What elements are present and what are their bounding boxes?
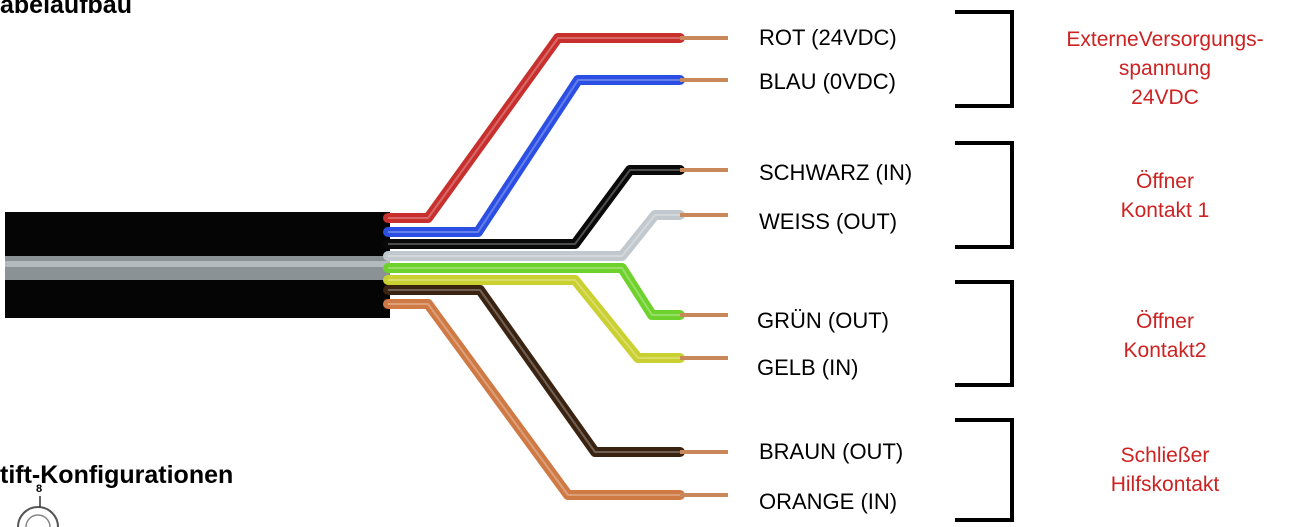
group-label-auxiliary: Schließer Hilfskontakt (1110, 444, 1220, 496)
wire-label-gruen: GRÜN (OUT) (757, 308, 889, 333)
wire-group (383, 33, 728, 500)
bracket-4 (955, 418, 1014, 522)
cable-structure-heading: abelaufbau (0, 0, 132, 19)
cable-stripe-highlight (5, 261, 390, 267)
copper-tip-weiss (680, 213, 728, 217)
cable-stripe (5, 256, 390, 280)
pin-number-label: 8 (36, 483, 43, 495)
group-label-contact-2: Öffner Kontakt2 (1123, 310, 1207, 362)
wire-gelb (383, 275, 685, 363)
bracket-group (955, 10, 1014, 522)
group-label-contact-1: Öffner Kontakt 1 (1120, 170, 1210, 222)
bracket-1 (955, 10, 1014, 108)
wire-highlight-orange (388, 303, 680, 496)
copper-tip-rot (680, 36, 728, 40)
copper-tip-orange (680, 493, 728, 497)
wire-gruen (383, 263, 685, 320)
pin-configuration-heading: tift-Konfigurationen (0, 461, 234, 489)
wire-braun (383, 285, 685, 457)
copper-tip-braun (680, 450, 728, 454)
wire-weiss (383, 210, 685, 261)
group-label-supply: ExterneVersorgungs- spannung 24VDC (1066, 28, 1264, 109)
wire-highlight-rot (388, 37, 680, 219)
wire-label-schwarz: SCHWARZ (IN) (759, 160, 913, 185)
wire-rot (383, 33, 685, 223)
wire-blau (383, 75, 685, 237)
copper-tip-schwarz (680, 168, 728, 172)
wire-highlight-schwarz (388, 169, 680, 245)
connector-pin-icon (17, 496, 59, 527)
wire-schwarz (383, 165, 685, 249)
wire-orange (383, 299, 685, 500)
wire-label-weiss: WEISS (OUT) (759, 209, 898, 234)
wire-label-blau: BLAU (0VDC) (759, 69, 896, 94)
wire-highlight-gruen (388, 267, 680, 316)
wire-highlight-blau (388, 79, 680, 233)
copper-tip-gruen (680, 313, 728, 317)
bracket-2 (955, 141, 1014, 249)
wire-highlight-weiss (388, 214, 680, 257)
wire-label-gelb: GELB (IN) (757, 355, 859, 380)
wire-label-rot: ROT (24VDC) (759, 25, 897, 50)
wire-highlight-braun (388, 289, 680, 453)
wire-label-braun: BRAUN (OUT) (759, 439, 904, 464)
bracket-3 (955, 280, 1014, 387)
copper-tip-gelb (680, 356, 728, 360)
copper-tip-blau (680, 78, 728, 82)
wire-label-orange: ORANGE (IN) (759, 489, 898, 514)
wire-highlight-gelb (388, 279, 680, 359)
